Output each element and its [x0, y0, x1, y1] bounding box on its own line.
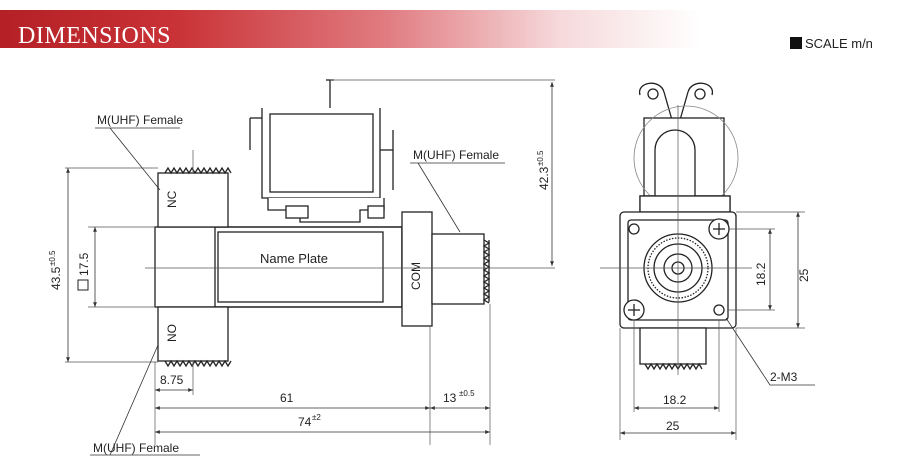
dim-hole-vertical: 18.2 [754, 262, 768, 286]
dim-74-tol: ±2 [312, 413, 321, 422]
name-plate-label: Name Plate [260, 251, 328, 266]
dim-flange-horizontal: 25 [666, 419, 680, 433]
mounting-screw-bottom [623, 299, 645, 321]
banner-title: DIMENSIONS [18, 23, 172, 49]
end-view [600, 82, 815, 440]
dim-actuator: 42.3 [537, 166, 551, 190]
com-connector [401, 211, 491, 327]
no-connector-label: M(UHF) Female [93, 441, 179, 455]
com-port-label: COM [409, 262, 423, 290]
nc-connector [157, 166, 232, 228]
dim-offset: 8.75 [160, 373, 184, 387]
dim-74: 74 [298, 415, 312, 429]
dim-13: 13 [443, 391, 457, 405]
dim-flange-vertical: 25 [797, 268, 811, 282]
dim-actuator-tol: ±0.5 [536, 150, 545, 166]
square-section-icon [77, 279, 89, 291]
dim-square: 17.5 [77, 252, 91, 276]
no-connector [157, 306, 232, 368]
dim-height-tol: ±0.5 [48, 250, 57, 266]
holes-label: 2-M3 [770, 370, 798, 384]
scale-label: SCALE m/n [790, 36, 873, 51]
dim-hole-horizontal: 18.2 [663, 393, 687, 407]
mounting-screw-top [708, 218, 730, 240]
actuator-coil [249, 79, 394, 223]
dim-13-tol: ±0.5 [459, 389, 475, 398]
nc-connector-label: M(UHF) Female [97, 113, 183, 127]
dim-61: 61 [280, 391, 294, 405]
black-square-icon [790, 37, 802, 49]
no-port-label: NO [165, 324, 179, 342]
title-banner: DIMENSIONS [0, 10, 700, 49]
scale-text: SCALE m/n [805, 36, 873, 51]
actuator-lugs [633, 82, 739, 215]
name-plate [217, 231, 384, 303]
side-view [65, 79, 555, 456]
nc-port-label: NC [165, 190, 179, 208]
com-connector-label: M(UHF) Female [413, 148, 499, 162]
dim-height: 43.5 [49, 266, 63, 290]
